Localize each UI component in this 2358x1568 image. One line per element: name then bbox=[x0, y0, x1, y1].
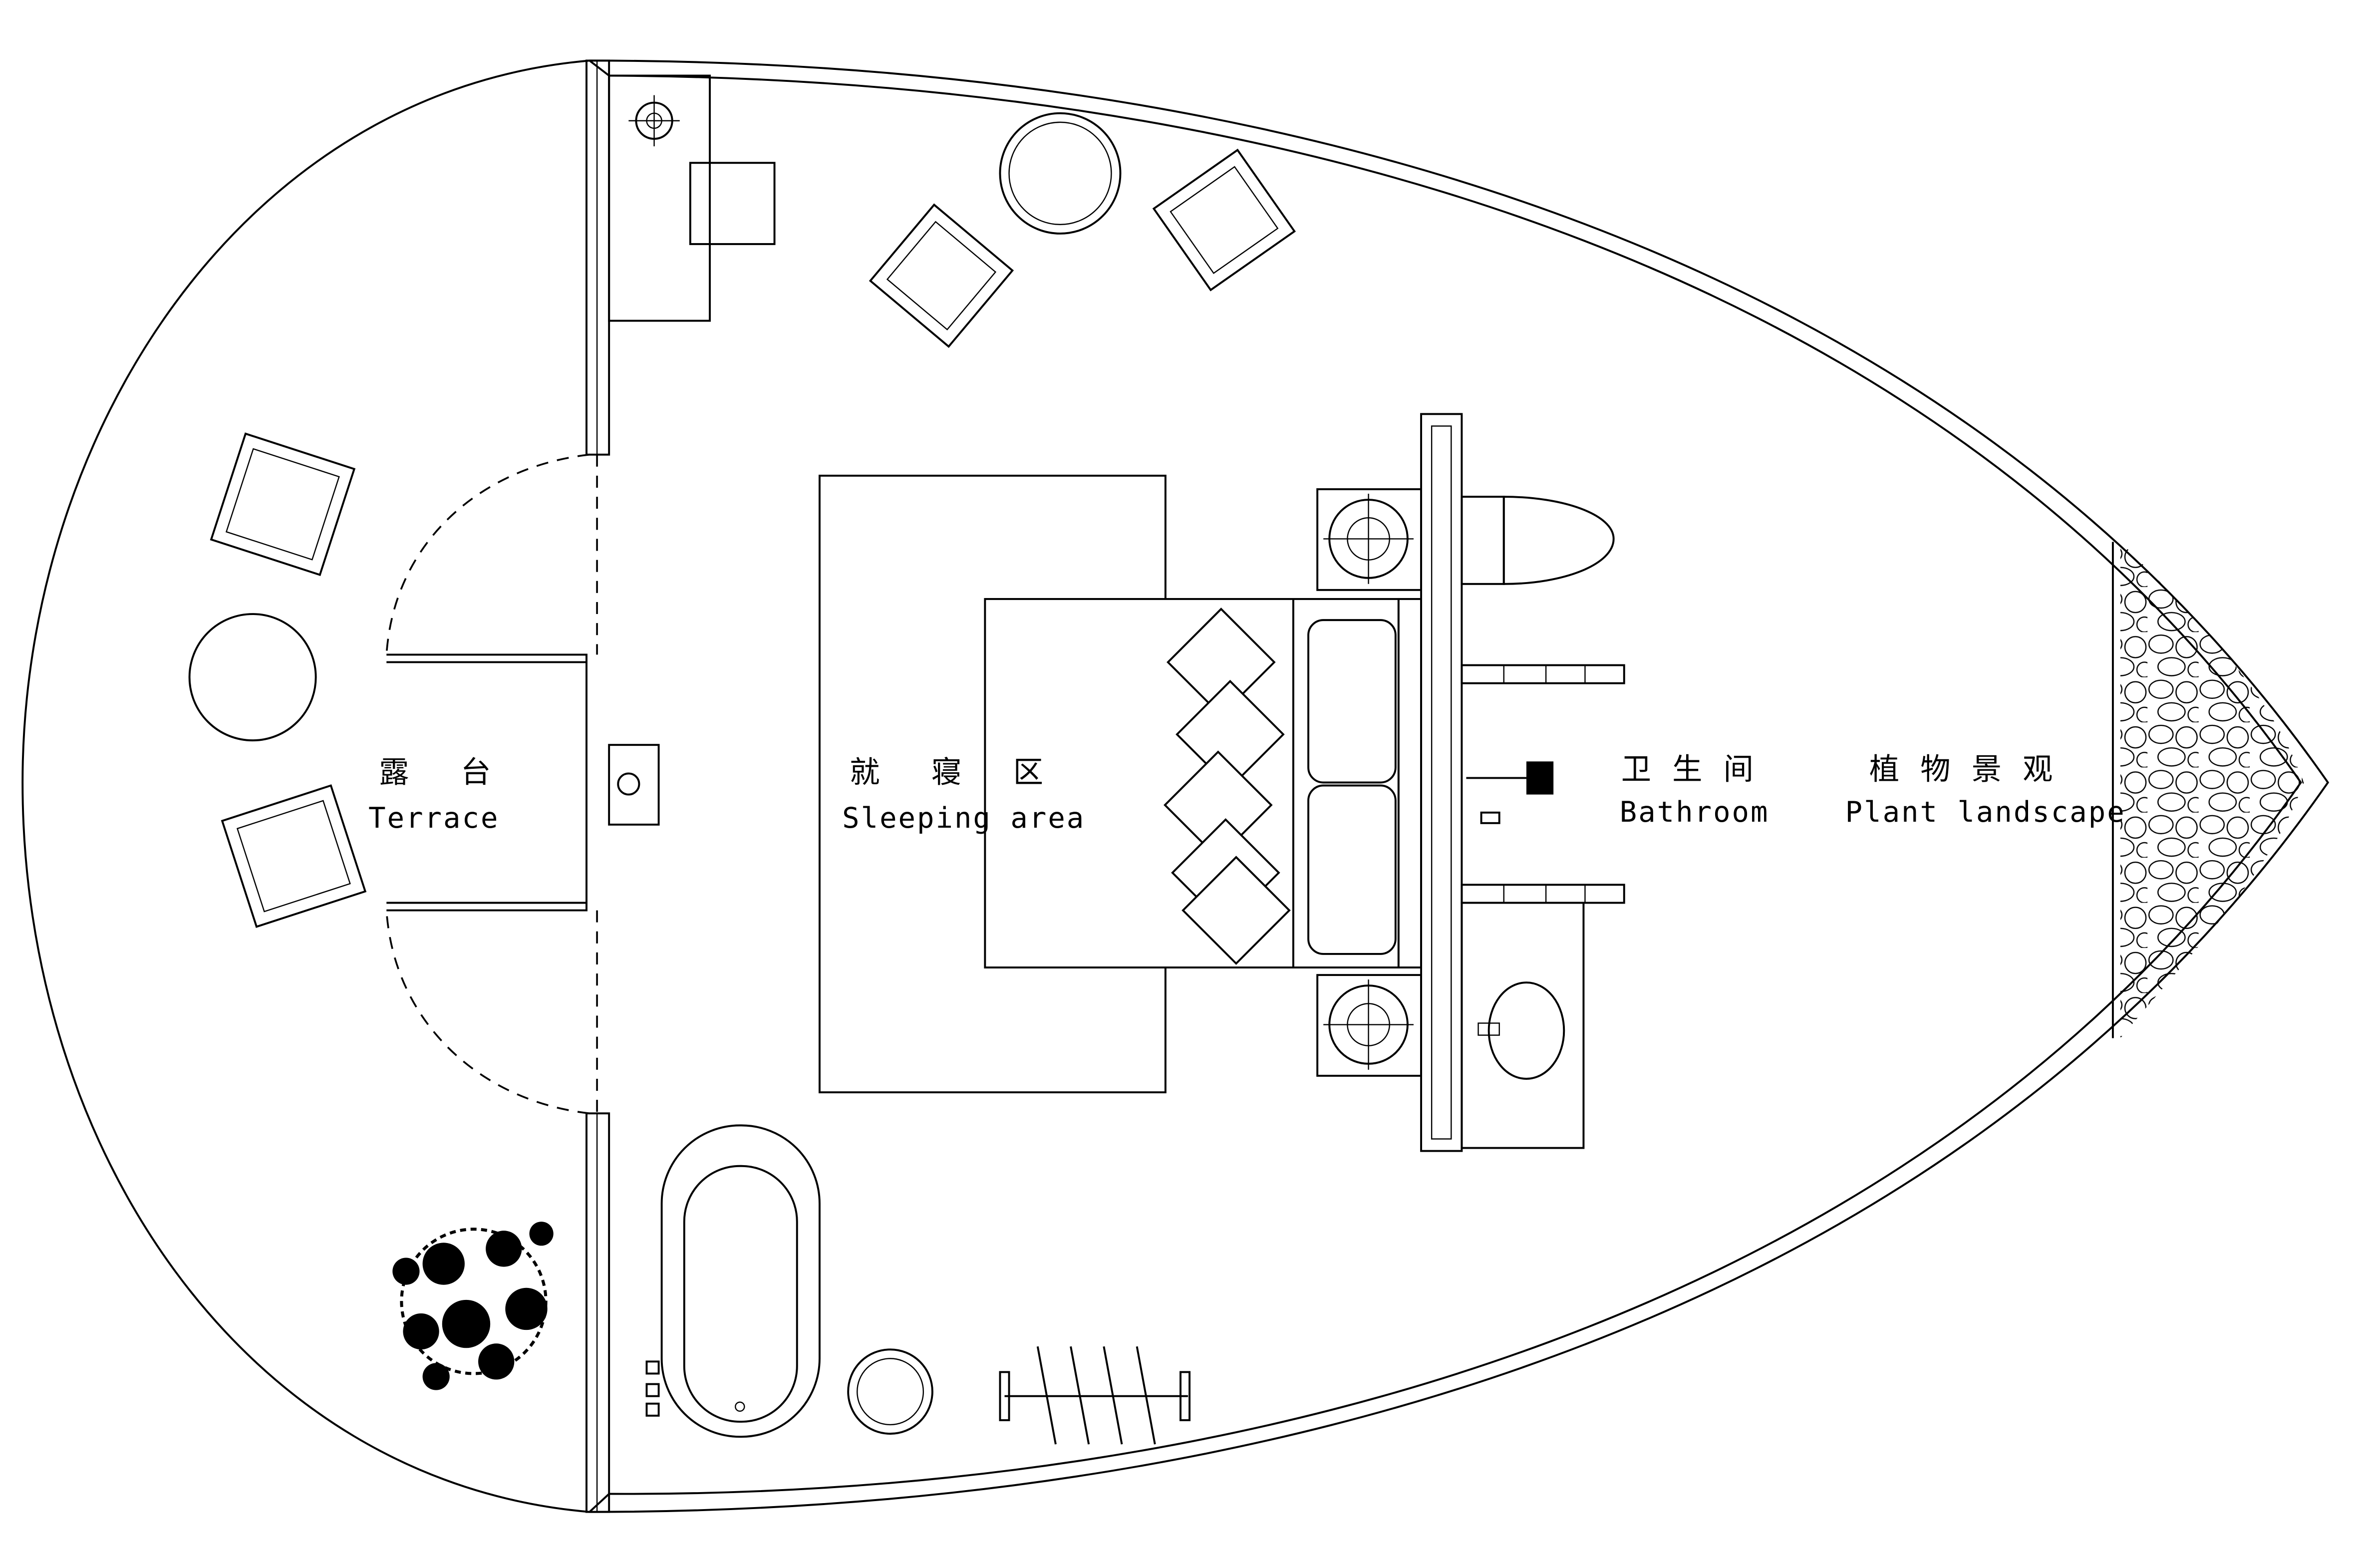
sleeping-label-en: Sleeping area bbox=[842, 802, 1085, 835]
bathtub bbox=[645, 1124, 821, 1438]
bathroom-fixtures bbox=[1420, 413, 1625, 1152]
terrace-furniture bbox=[188, 432, 367, 928]
desk bbox=[608, 74, 776, 322]
tree-icon bbox=[392, 1222, 554, 1390]
plant-landscape-stones bbox=[2111, 542, 2304, 1038]
terrace-label-en: Terrace bbox=[368, 802, 499, 835]
plant-label-en: Plant landscape bbox=[1845, 796, 2126, 829]
sleeping-label-cn: 就 寝 区 bbox=[850, 755, 1064, 790]
bathroom-label-en: Bathroom bbox=[1620, 796, 1769, 829]
plant-label-cn: 植物景观 bbox=[1869, 752, 2074, 787]
lounge-furniture bbox=[869, 112, 1296, 348]
terrace-label-cn: 露 台 bbox=[379, 755, 512, 790]
bed-area bbox=[818, 474, 1423, 1094]
side-table bbox=[847, 1348, 933, 1435]
bathroom-label-cn: 卫生间 bbox=[1621, 752, 1774, 787]
clothes-rack bbox=[999, 1346, 1191, 1445]
